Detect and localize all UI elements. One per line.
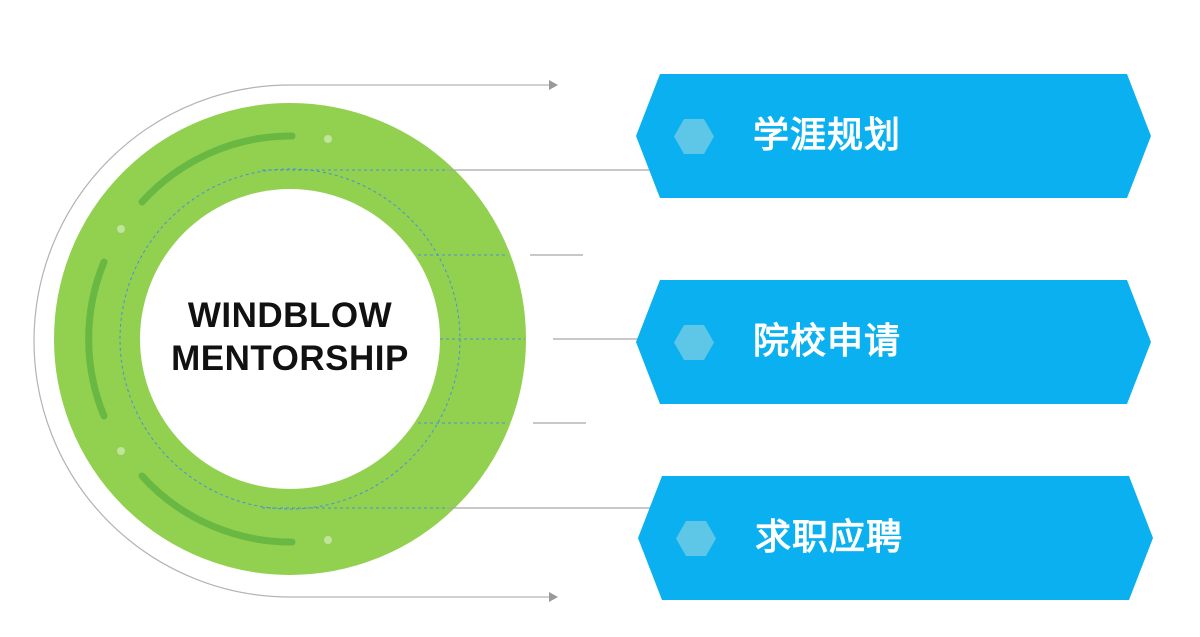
hexagon-icon (674, 119, 714, 154)
dashed-guides (262, 169, 525, 509)
item-label: 求职应聘 (755, 517, 904, 558)
item-label: 学涯规划 (753, 115, 902, 156)
center-title-line1: WINDBLOW (187, 296, 393, 335)
item-school-application: 院校申请 (636, 280, 1151, 404)
item-career-planning: 学涯规划 (636, 74, 1151, 198)
item-label: 院校申请 (753, 321, 902, 362)
ring-accent-segments (85, 132, 296, 546)
item-job-application: 求职应聘 (638, 476, 1153, 600)
arrow-right-icon (549, 592, 558, 602)
hexagon-icon (676, 521, 716, 556)
hexagon-icon (674, 325, 714, 360)
arrow-right-icon (549, 80, 558, 90)
center-disc (140, 189, 440, 489)
center-title: WINDBLOW MENTORSHIP (140, 294, 440, 380)
center-title-line2: MENTORSHIP (171, 339, 409, 378)
outer-arc (33, 84, 555, 598)
ring-dots (117, 135, 332, 544)
connector-lines (447, 169, 660, 509)
